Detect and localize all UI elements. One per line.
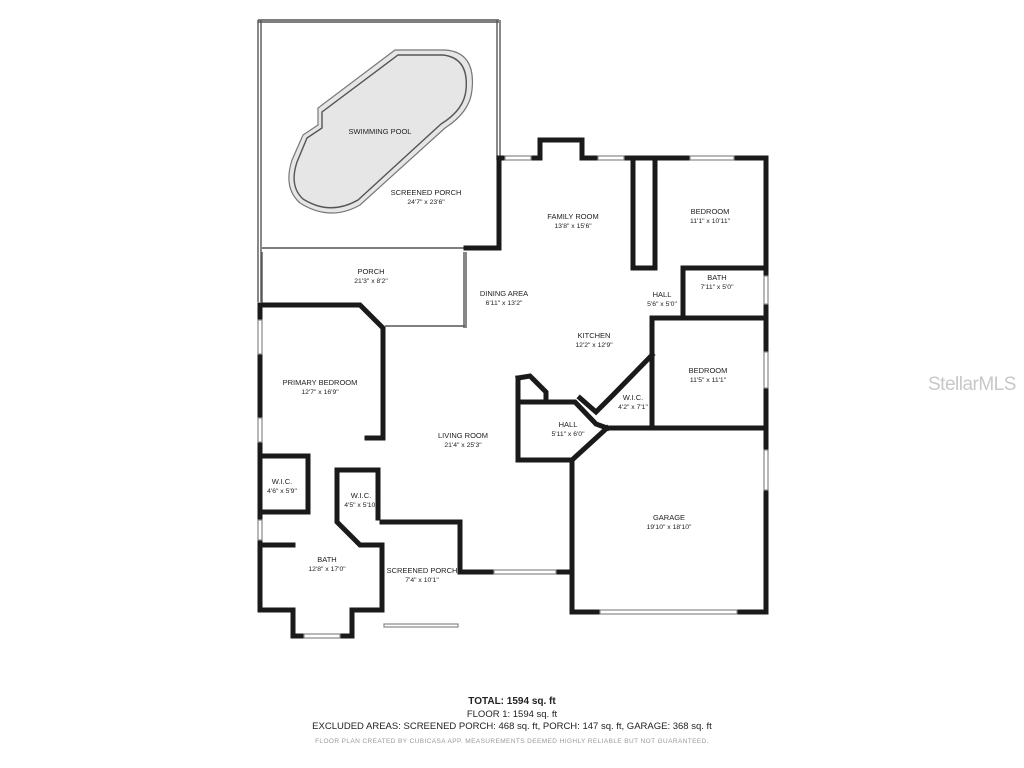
room-label-kitchen: KITCHEN — [578, 331, 611, 340]
screened-porch-enclosure — [257, 19, 501, 302]
room-label-screened-porch-bottom: SCREENED PORCH — [387, 566, 458, 575]
room-label-bath-primary: BATH — [317, 555, 336, 564]
room-label-primary-bedroom: PRIMARY BEDROOM — [283, 378, 358, 387]
area-summary: TOTAL: 1594 sq. ft FLOOR 1: 1594 sq. ft … — [0, 696, 1024, 748]
swimming-pool-shape — [288, 49, 474, 214]
room-dims-garage: 19'10" x 18'10" — [647, 524, 692, 531]
room-dims-screened-porch-top: 24'7" x 23'6" — [407, 199, 445, 206]
room-dims-family-room: 13'8" x 15'6" — [554, 223, 592, 230]
watermark-logo: StellarMLS — [928, 374, 1016, 395]
total-area: TOTAL: 1594 sq. ft — [468, 696, 556, 707]
room-label-bath-right: BATH — [707, 273, 726, 282]
room-dims-screened-porch-bottom: 7'4" x 10'1" — [405, 577, 439, 584]
room-dims-bath-right: 7'11" x 5'0" — [701, 284, 735, 291]
room-dims-hall-center: 5'11" x 6'0" — [552, 431, 586, 438]
windows — [257, 155, 769, 639]
room-labels: SWIMMING POOL SCREENED PORCH 24'7" x 23'… — [267, 127, 734, 584]
room-label-family-room: FAMILY ROOM — [547, 212, 598, 221]
room-label-swimming-pool: SWIMMING POOL — [349, 127, 412, 136]
room-dims-wic-mid: 4'5" x 5'10" — [344, 502, 378, 509]
room-dims-bath-primary: 12'8" x 17'0" — [308, 566, 346, 573]
room-dims-bedroom-mid: 11'5" x 11'1" — [690, 377, 727, 384]
room-label-porch: PORCH — [357, 267, 384, 276]
interior-walls — [259, 157, 769, 615]
room-label-dining-area: DINING AREA — [480, 289, 528, 298]
room-dims-primary-bedroom: 12'7" x 16'9" — [301, 389, 339, 396]
room-dims-wic-right: 4'2" x 7'1" — [618, 404, 648, 411]
room-label-hall-right: HALL — [653, 290, 672, 299]
room-label-garage: GARAGE — [653, 513, 685, 522]
disclaimer: FLOOR PLAN CREATED BY CUBICASA APP. MEAS… — [315, 737, 709, 745]
porch-walls — [261, 252, 467, 328]
room-dims-wic-left: 4'6" x 5'9" — [267, 488, 297, 495]
room-dims-living-room: 21'4" x 25'3" — [444, 442, 482, 449]
room-dims-porch: 21'3" x 8'2" — [354, 278, 388, 285]
room-label-screened-porch-top: SCREENED PORCH — [391, 188, 462, 197]
room-dims-bedroom-top: 11'1" x 10'11" — [690, 218, 731, 225]
room-label-wic-mid: W.I.C. — [351, 491, 371, 500]
room-label-living-room: LIVING ROOM — [438, 431, 488, 440]
floor-area: FLOOR 1: 1594 sq. ft — [466, 708, 558, 720]
room-label-bedroom-mid: BEDROOM — [689, 366, 728, 375]
room-label-wic-left: W.I.C. — [272, 477, 292, 486]
excluded-areas: EXCLUDED AREAS: SCREENED PORCH: 468 sq. … — [312, 721, 712, 732]
room-label-bedroom-top: BEDROOM — [691, 207, 730, 216]
room-dims-hall-right: 5'6" x 5'0" — [647, 301, 677, 308]
room-label-wic-right: W.I.C. — [623, 393, 643, 402]
room-dims-kitchen: 12'2" x 12'9" — [575, 342, 613, 349]
room-dims-dining-area: 6'11" x 13'2" — [486, 300, 523, 307]
room-label-hall-center: HALL — [559, 420, 578, 429]
